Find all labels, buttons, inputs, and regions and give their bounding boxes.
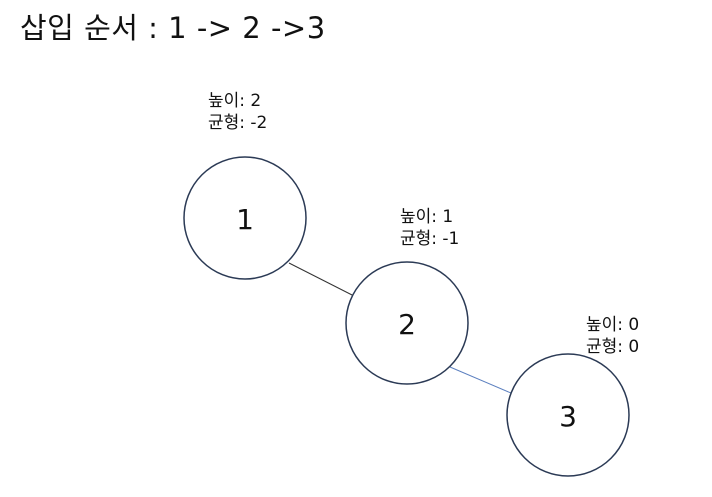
node-circle [506, 353, 630, 477]
page-title: 삽입 순서 : 1 -> 2 ->3 [20, 11, 326, 45]
tree-node-2: 2 [345, 261, 469, 385]
tree-node-1: 1 [183, 156, 307, 280]
node-balance-text: 균형: 0 [586, 337, 640, 357]
node-2-info: 높이: 1 균형: -1 [400, 206, 459, 250]
node-circle [183, 156, 307, 280]
tree-node-3: 3 [506, 353, 630, 477]
node-label: 1 [236, 203, 254, 236]
node-label: 3 [559, 400, 577, 433]
node-balance-text: 균형: -1 [400, 229, 460, 249]
edge-2-3 [449, 366, 519, 397]
node-label: 2 [398, 308, 416, 341]
node-height-text: 높이: 2 [208, 91, 262, 111]
edge-1-2 [288, 262, 357, 298]
node-height-text: 높이: 0 [586, 315, 640, 335]
node-height-text: 높이: 1 [400, 207, 454, 227]
node-3-info: 높이: 0 균형: 0 [586, 314, 639, 358]
node-balance-text: 균형: -2 [208, 113, 268, 133]
node-1-info: 높이: 2 균형: -2 [208, 90, 267, 134]
node-circle [345, 261, 469, 385]
